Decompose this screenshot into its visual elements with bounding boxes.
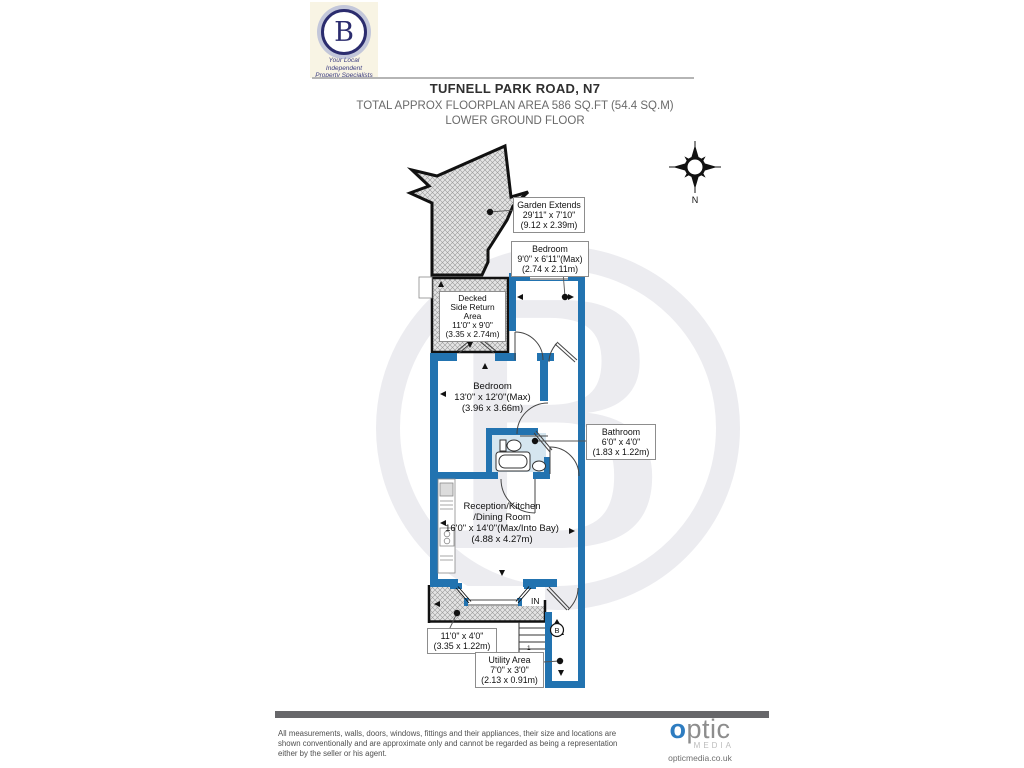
- stairs: [518, 622, 545, 652]
- optic-url: opticmedia.co.uk: [668, 753, 732, 763]
- patio-label: 11'0" x 4'0" (3.35 x 1.22m): [427, 628, 497, 654]
- agency-logo: B Your Local Independent Property Specia…: [310, 2, 378, 79]
- stair-number: 1: [527, 645, 531, 652]
- patio-label-metric: (3.35 x 1.22m): [433, 641, 491, 651]
- bedroom2-label-name: Bedroom: [532, 244, 568, 254]
- agency-tagline-2: Property Specialists: [315, 72, 373, 79]
- entrance-in-text: IN: [531, 596, 540, 606]
- decked-label-name2: Side Return: [450, 302, 495, 312]
- reception-label-name1: Reception/Kitchen: [463, 501, 541, 512]
- toilet-icon: [499, 439, 507, 452]
- floor-name: LOWER GROUND FLOOR: [445, 115, 585, 127]
- bathroom-label-metric: (1.83 x 1.22m): [592, 447, 650, 457]
- patio-label-imperial: 11'0" x 4'0": [440, 631, 484, 641]
- disclaimer-text: All measurements, walls, doors, windows,…: [278, 729, 678, 759]
- compass-icon: N: [669, 141, 721, 205]
- decked-label-name3: Area: [463, 311, 482, 321]
- agency-tagline-1: Your Local Independent: [325, 57, 363, 72]
- optic-media-logo: optic MEDIA opticmedia.co.uk: [658, 714, 742, 764]
- optic-rest-letters: ptic: [686, 714, 731, 744]
- footer-divider-bar: [275, 711, 769, 718]
- header-divider: [312, 77, 694, 79]
- utility-label: Utility Area 7'0" x 3'0" (2.13 x 0.91m): [475, 652, 544, 688]
- bathroom-fixtures: [495, 439, 546, 472]
- disclaimer-line-1: All measurements, walls, doors, windows,…: [278, 729, 617, 738]
- reception-label-name2: /Dining Room: [473, 512, 531, 523]
- doors: [456, 331, 580, 611]
- decked-label-imperial: 11'0" x 9'0": [452, 320, 493, 330]
- floorplan-area-line: TOTAL APPROX FLOORPLAN AREA 586 SQ.FT (5…: [356, 100, 674, 112]
- reception-label: Reception/Kitchen /Dining Room 16'0" x 1…: [438, 501, 566, 545]
- utility-label-metric: (2.13 x 0.91m): [481, 675, 538, 685]
- decked-label: Decked Side Return Area 11'0" x 9'0" (3.…: [439, 291, 506, 342]
- sink-icon: [532, 460, 546, 472]
- optic-o-letter: o: [669, 714, 687, 744]
- garden-area: [406, 143, 530, 277]
- optic-wordmark: optic: [658, 714, 742, 744]
- kitchen-counter: [437, 478, 456, 574]
- property-address: TUFNELL PARK ROAD, N7: [429, 81, 601, 96]
- bathroom-label-name: Bathroom: [601, 427, 641, 437]
- label-leaders: [448, 208, 588, 665]
- garden-label-metric: (9.12 x 2.39m): [520, 220, 578, 230]
- bedroom1-label-metric: (3.96 x 3.66m): [461, 403, 524, 414]
- bedroom1-label: Bedroom 13'0" x 12'0"(Max) (3.96 x 3.66m…: [430, 381, 555, 414]
- agency-logo-ring: B: [321, 9, 367, 55]
- agency-logo-letter: B: [334, 16, 354, 48]
- boiler-letter: B: [554, 626, 559, 635]
- compass-north-label: N: [692, 195, 699, 205]
- windows: [455, 274, 568, 606]
- garden-label-imperial: 29'11" x 7'10": [522, 210, 576, 220]
- reception-label-metric: (4.88 x 4.27m): [471, 534, 533, 545]
- boiler-symbol: B: [549, 619, 565, 638]
- decked-label-metric: (3.35 x 2.74m): [445, 329, 500, 339]
- optic-media-text: MEDIA: [693, 741, 734, 750]
- bedroom2-label: Bedroom 9'0" x 6'11"(Max) (2.74 x 2.11m): [511, 241, 589, 277]
- reception-label-imperial: 16'0" x 14'0"(Max/Into Bay): [445, 523, 559, 534]
- utility-label-imperial: 7'0" x 3'0": [490, 665, 529, 675]
- bedroom1-label-imperial: 13'0" x 12'0"(Max): [454, 392, 531, 403]
- bathroom-label-imperial: 6'0" x 4'0": [601, 437, 641, 447]
- header-titles: TUFNELL PARK ROAD, N7 TOTAL APPROX FLOOR…: [240, 81, 790, 127]
- bedroom2-label-imperial: 9'0" x 6'11"(Max): [517, 254, 583, 264]
- utility-label-name: Utility Area: [488, 655, 531, 665]
- garden-label-name: Garden Extends: [517, 200, 581, 210]
- disclaimer-line-2: shown conventionally and are approximate…: [278, 739, 618, 748]
- garden-label: Garden Extends 29'11" x 7'10" (9.12 x 2.…: [513, 197, 585, 233]
- bedroom1-label-name: Bedroom: [473, 381, 512, 392]
- decked-label-name1: Decked: [458, 293, 487, 303]
- bedroom2-label-metric: (2.74 x 2.11m): [521, 264, 579, 274]
- disclaimer-line-3: either by the seller or his agent.: [278, 749, 387, 758]
- bathroom-label: Bathroom 6'0" x 4'0" (1.83 x 1.22m): [586, 424, 656, 460]
